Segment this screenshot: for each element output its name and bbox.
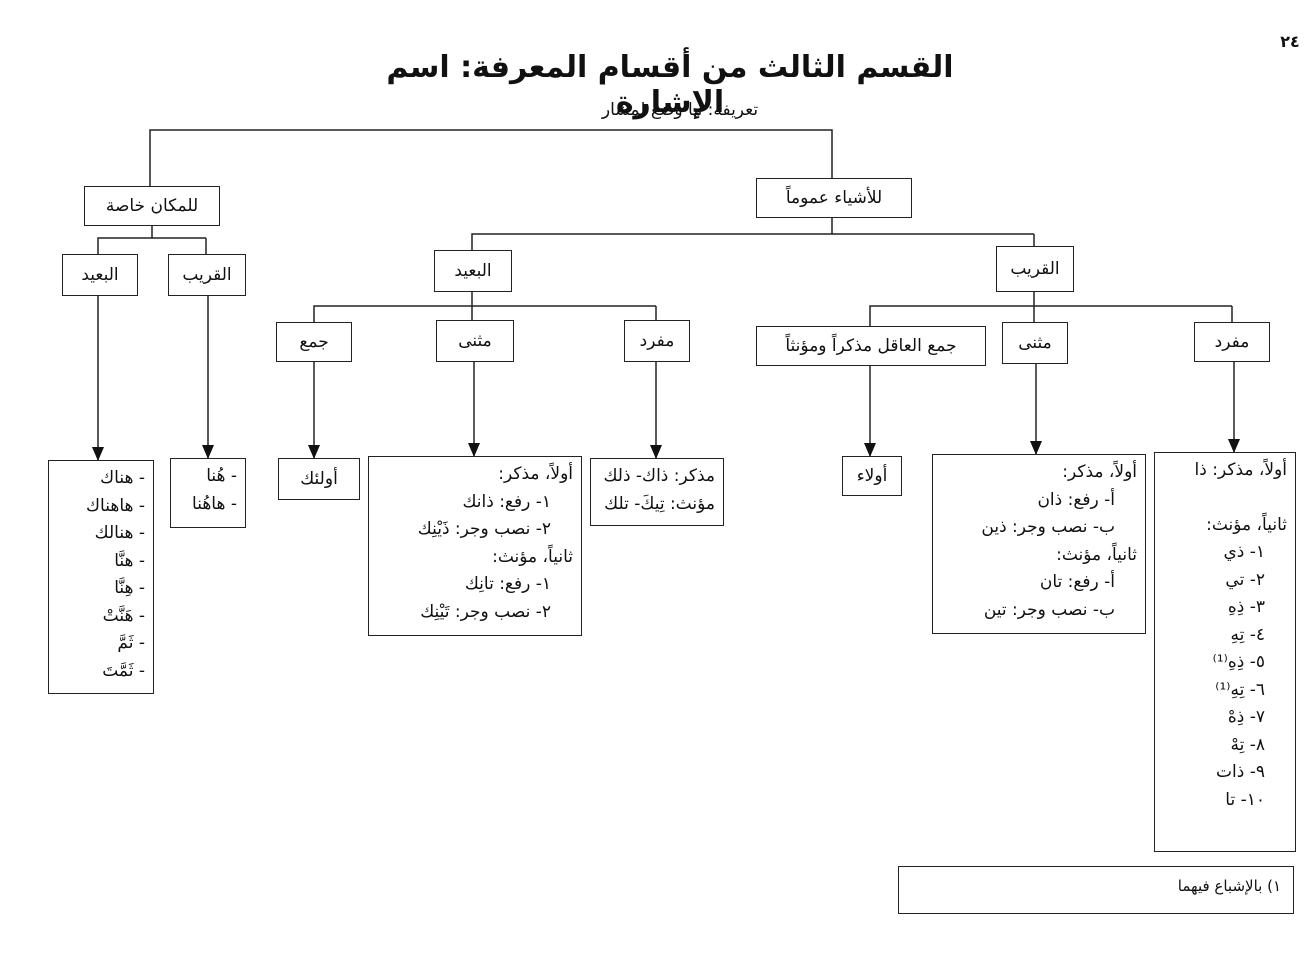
list-item: ٢- تي [1225, 569, 1265, 590]
list-item: أ- رفع: تان [1039, 572, 1115, 592]
list-item: أولاً، مذكر: ذا [1194, 460, 1287, 480]
list-item: - ثَمَّ [117, 633, 145, 653]
page-number: ٢٤ [1280, 32, 1300, 51]
list-item: ب- نصب وجر: تين [983, 599, 1115, 620]
list-item: أولاً، مذكر: [498, 464, 573, 484]
leaf-place-far: - هناك - هاهناك - هنالك - هنَّا - هِنَّا… [48, 460, 154, 694]
leaf-place-near: - هُنا - هاهُنا [170, 458, 246, 528]
list-item: ٢- نصب وجر: ذَيْنِك [417, 519, 551, 539]
list-item: - هَنَّتْ [102, 605, 145, 626]
leaf-near-dual: أولاً، مذكر: أ- رفع: ذان ب- نصب وجر: ذين… [932, 454, 1146, 634]
list-item: مؤنث: تِيكَ- تلك [604, 493, 715, 514]
page-title: القسم الثالث من أقسام المعرفة: اسم الإشا… [386, 50, 954, 120]
place-connector [97, 226, 153, 254]
node-place: للمكان خاصة [84, 186, 220, 226]
list-item: مذكر: ذاك- ذلك [603, 466, 715, 486]
list-item: - هِنَّا [114, 578, 145, 598]
leaf-far-plural: أولئك [278, 458, 360, 500]
list-item: ٧- ذِهْ [1227, 707, 1265, 727]
list-item: ٣- ذِهِ [1227, 597, 1265, 617]
list-item: - هاهُنا [192, 493, 237, 514]
node-things: للأشياء عموماً [756, 178, 912, 218]
node-things-far: البعيد [434, 250, 512, 292]
list-item: أولاً، مذكر: [1062, 462, 1137, 482]
leaf-near-singular: أولاً، مذكر: ذا ثانياً، مؤنث: ١- ذي ٢- ت… [1154, 452, 1296, 852]
list-item: ٨- تِهْ [1230, 734, 1265, 755]
list-item: - هُنا [206, 466, 237, 486]
root-connector [149, 129, 833, 186]
list-item: ١- رفع: ذانك [462, 491, 551, 512]
node-near-singular: مفرد [1194, 322, 1270, 362]
footnote: ١) بالإشباع فيهما [898, 866, 1294, 914]
list-item: ٩- ذات [1216, 762, 1265, 782]
list-item: ١٠- تا [1225, 789, 1265, 810]
list-item: ثانياً، مؤنث: [1056, 544, 1137, 565]
leaf-far-dual: أولاً، مذكر: ١- رفع: ذانك ٢- نصب وجر: ذَ… [368, 456, 582, 636]
list-item: ثانياً، مؤنث: [492, 546, 573, 567]
node-place-far: البعيد [62, 254, 138, 296]
leaf-near-plural: أولاء [842, 456, 902, 496]
list-item: ٤- تِهِ [1230, 624, 1265, 645]
node-near-dual: مثنى [1002, 322, 1068, 364]
list-item: - هنَّا [114, 550, 145, 571]
list-item: ٥- ذِهِ⁽¹⁾ [1212, 652, 1265, 672]
list-item: - هناك [100, 468, 145, 488]
node-things-near: القريب [996, 246, 1074, 292]
leaf-far-singular: مذكر: ذاك- ذلك مؤنث: تِيكَ- تلك [590, 458, 724, 526]
list-item: - ثَمَّتَ [102, 660, 145, 681]
node-near-plural: جمع العاقل مذكراً ومؤنثاً [756, 326, 986, 366]
definition: تعريفه: ما وضع لمشار [601, 100, 759, 120]
list-item: ١- رفع: تانِك [464, 574, 551, 594]
node-far-plural: جمع [276, 322, 352, 362]
list-item: - هنالك [94, 523, 145, 543]
node-far-dual: مثنى [436, 320, 514, 362]
node-place-near: القريب [168, 254, 246, 296]
node-far-singular: مفرد [624, 320, 690, 362]
list-item: ١- ذي [1223, 542, 1265, 562]
list-item: ثانياً، مؤنث: [1206, 514, 1287, 535]
list-item: ب- نصب وجر: ذين [981, 517, 1115, 537]
list-item: ٢- نصب وجر: تَيْنِك [420, 601, 551, 622]
list-item [1163, 485, 1287, 512]
list-item: ٦- تِهِ⁽¹⁾ [1215, 679, 1265, 700]
list-item: - هاهناك [86, 495, 145, 516]
list-item: أ- رفع: ذان [1037, 489, 1115, 510]
